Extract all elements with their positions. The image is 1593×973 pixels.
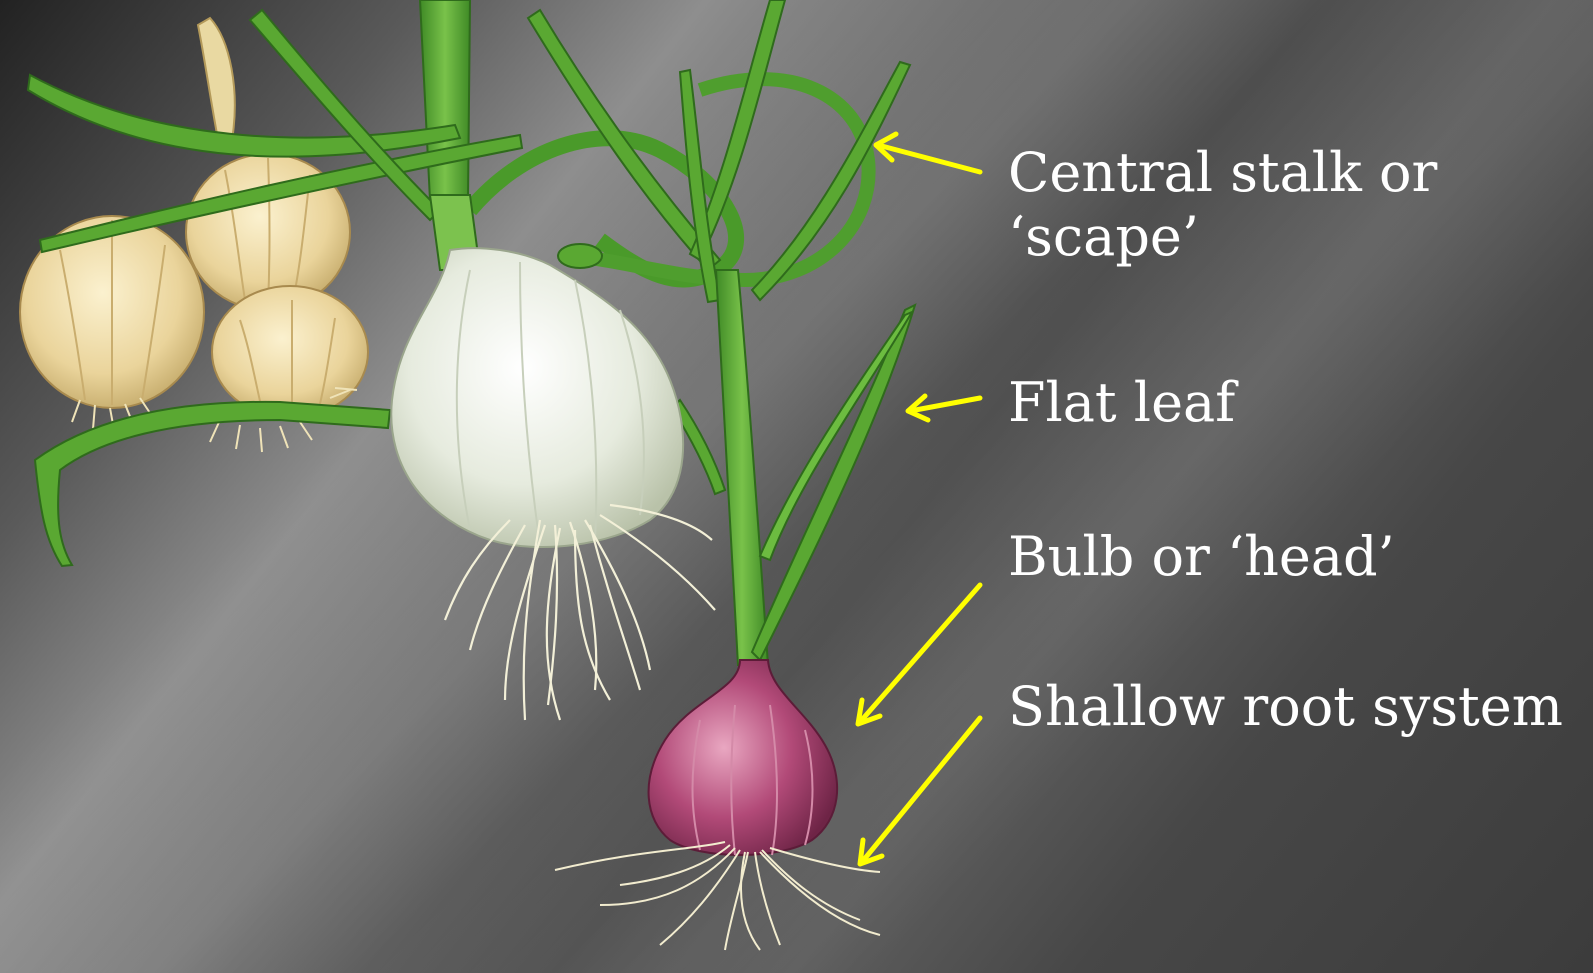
label-central-stalk-line2: ‘scape’ (1008, 205, 1437, 269)
arrow-roots (860, 718, 980, 864)
label-central-stalk: Central stalk or ‘scape’ (1008, 141, 1437, 269)
label-bulb: Bulb or ‘head’ (1008, 525, 1395, 589)
label-central-stalk-line1: Central stalk or (1008, 141, 1437, 205)
arrow-flat-leaf (908, 396, 980, 420)
label-root-system: Shallow root system (1008, 675, 1563, 739)
label-flat-leaf: Flat leaf (1008, 371, 1235, 435)
arrow-scape (876, 134, 980, 172)
arrow-bulb (858, 585, 980, 724)
